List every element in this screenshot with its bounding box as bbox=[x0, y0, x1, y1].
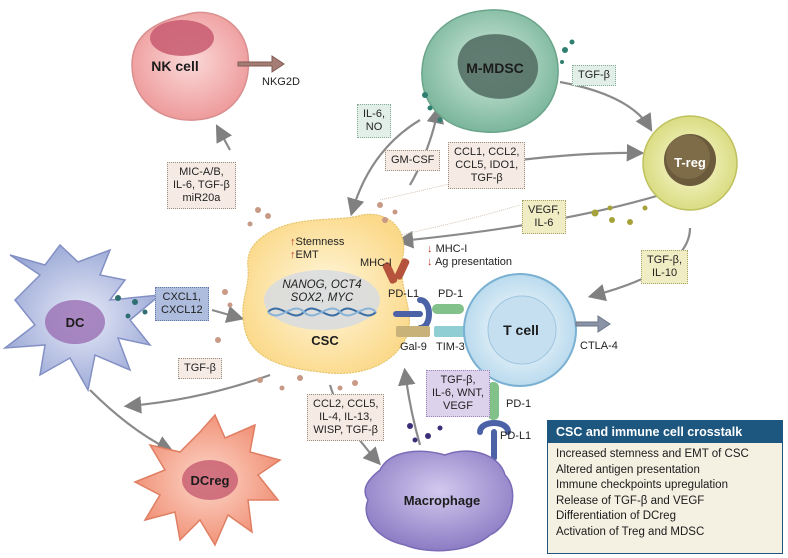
csc-label: CSC bbox=[311, 333, 339, 348]
mic-factor-box: MIC-A/B, IL-6, TGF-β miR20a bbox=[167, 162, 236, 209]
pdl1-macrophage-label: PD-L1 bbox=[500, 430, 532, 442]
arrow-csc-to-nk bbox=[215, 124, 233, 151]
ccl-treg-factor-box: CCL1, CCL2, CCL5, IDO1, TGF-β bbox=[448, 142, 526, 189]
tgfb-il10-factor-box: TGF-β, IL-10 bbox=[641, 250, 689, 284]
summary-item: Altered antigen presentation bbox=[556, 463, 700, 476]
ctla4-label: CTLA-4 bbox=[580, 340, 618, 352]
nk-cell bbox=[131, 11, 285, 121]
arrow-macrophage-to-csc bbox=[397, 367, 422, 446]
stemness-label: ↑Stemness bbox=[290, 236, 345, 248]
summary-list: Increased stemness and EMT of CSC Altere… bbox=[548, 443, 782, 544]
summary-item: Increased stemness and EMT of CSC bbox=[556, 448, 749, 460]
ctla4-receptor bbox=[575, 315, 611, 333]
cxcl-factor-box: CXCL1, CXCL12 bbox=[155, 287, 209, 321]
treg-label: T-reg bbox=[674, 155, 706, 170]
summary-item: Activation of Treg and MDSC bbox=[556, 525, 705, 538]
csc-secretion-dots bbox=[215, 202, 398, 391]
arrow-csc-to-treg bbox=[519, 143, 645, 162]
pd1-tcell-label: PD-1 bbox=[438, 288, 464, 300]
tgfb-wnt-factor-box: TGF-β, IL-6, WNT, VEGF bbox=[426, 370, 490, 417]
tim3-molecule bbox=[434, 326, 470, 337]
arrow-mdsc-to-treg bbox=[559, 80, 653, 132]
ag-down-label: ↓ Ag presentation bbox=[427, 256, 513, 268]
arrow-dc-to-dcreg bbox=[89, 389, 174, 452]
dc-secretion-dots bbox=[115, 295, 148, 319]
csc-cell bbox=[242, 213, 410, 375]
treg-cell bbox=[642, 115, 738, 211]
arrow-csc-to-mdsc bbox=[409, 105, 445, 186]
m-mdsc-label: M-MDSC bbox=[466, 60, 524, 76]
macrophage-secretion-dots bbox=[407, 423, 443, 443]
pd1-tcell-molecule bbox=[432, 304, 464, 314]
nkg2d-label: NKG2D bbox=[262, 76, 300, 88]
arrow-mdsc-to-csc bbox=[347, 119, 421, 217]
gal9-label: Gal-9 bbox=[400, 341, 427, 353]
t-cell-label: T cell bbox=[503, 322, 539, 338]
dcreg-label: DCreg bbox=[190, 473, 230, 488]
dcreg-cell bbox=[133, 413, 282, 547]
dc-label: DC bbox=[65, 315, 85, 330]
il6-no-factor-box: IL-6, NO bbox=[357, 104, 392, 138]
t-cell bbox=[463, 273, 611, 420]
gmcsf-factor-box: GM-CSF bbox=[385, 150, 441, 171]
summary-title: CSC and immune cell crosstalk bbox=[548, 421, 782, 443]
arrow-csc-to-dc bbox=[123, 373, 271, 414]
mdsc-secretion-dots bbox=[422, 39, 575, 123]
ccl-macrophage-factor-box: CCL2, CCL5, IL-4, IL-13, WISP, TGF-β bbox=[307, 394, 385, 441]
treg-secretion-dots bbox=[591, 205, 648, 225]
pdl1-macrophage-molecule bbox=[477, 420, 511, 461]
dc-cell bbox=[2, 243, 163, 393]
vegf-il6-factor-box: VEGF, IL-6 bbox=[522, 200, 566, 234]
mhc1-label: MHC-I bbox=[360, 257, 392, 269]
summary-item: Immune checkpoints upregulation bbox=[556, 479, 728, 491]
pd1-bottom-molecule bbox=[488, 382, 499, 420]
summary-item: Differentiation of DCreg bbox=[556, 510, 676, 522]
emt-label: ↑EMT bbox=[290, 249, 319, 261]
mhc-down-label: ↓ MHC-I bbox=[427, 243, 468, 255]
summary-item: Release of TGF-β and VEGF bbox=[556, 494, 705, 507]
tgfb-mdsc-factor-box: TGF-β bbox=[572, 65, 616, 86]
gal9-molecule bbox=[396, 326, 430, 337]
tgfb-dc-factor-box: TGF-β bbox=[178, 358, 222, 379]
nkg2d-receptor bbox=[237, 55, 285, 73]
tim3-label: TIM-3 bbox=[436, 341, 465, 353]
m-mdsc-cell bbox=[421, 9, 559, 133]
arrow-dc-to-csc bbox=[211, 305, 245, 323]
genes-line1: NANOG, OCT4 bbox=[282, 279, 362, 291]
nk-cell-label: NK cell bbox=[151, 58, 199, 74]
macrophage-label: Macrophage bbox=[403, 493, 481, 508]
macrophage-cell bbox=[364, 450, 514, 552]
mhc1-molecule bbox=[382, 258, 410, 284]
pd1-bottom-label: PD-1 bbox=[506, 398, 532, 410]
pdl1-csc-label: PD-L1 bbox=[388, 288, 420, 300]
genes-line2: SOX2, MYC bbox=[290, 292, 354, 304]
summary-panel: CSC and immune cell crosstalk Increased … bbox=[547, 420, 783, 554]
